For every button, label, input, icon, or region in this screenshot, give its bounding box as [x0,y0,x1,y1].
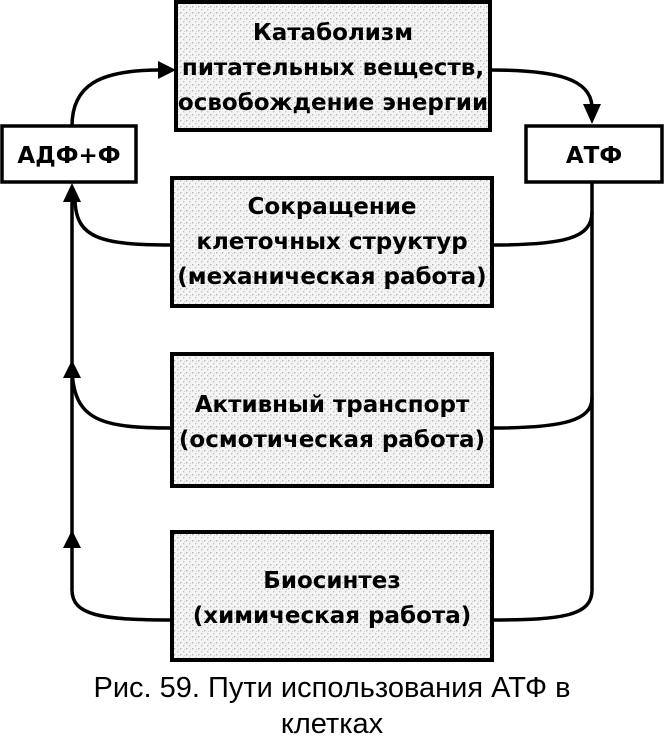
edge-catabolism-to-atp [488,68,594,108]
node-atp-label: АТФ [566,143,622,169]
contraction-line-2: клеточных структур [196,229,467,255]
transport-line-1: Активный транспорт [195,392,470,418]
catabolism-line-2: питательных веществ, [182,55,484,81]
transport-line-2: (осмотическая работа) [179,427,485,453]
arrow-into-adp [63,183,81,202]
arrow-up-trunk-2 [63,530,81,548]
edge-atp-to-transport [490,396,594,430]
edge-right-trunk [490,178,594,622]
node-contraction: Сокращение клеточных структур (механичес… [170,176,494,308]
connector-lines [70,68,594,622]
arrow-up-trunk-1 [63,360,81,378]
edge-atp-to-contraction [490,210,594,247]
edge-contraction-to-adp [73,198,174,247]
node-catabolism: Катаболизм питательных веществ, освобожд… [174,0,492,132]
edge-adp-to-catabolism [70,68,162,128]
arrow-into-catabolism [158,61,176,79]
biosynthesis-line-2: (химическая работа) [193,603,472,629]
node-atp: АТФ [524,124,664,184]
edge-left-trunk [70,193,174,622]
biosynthesis-line-1: Биосинтез [263,568,400,594]
caption-line-1: Рис. 59. Пути использования АТФ в [93,672,571,704]
node-transport: Активный транспорт (осмотическая работа) [170,352,494,488]
arrow-into-atp [583,104,601,124]
figure-caption: Рис. 59. Пути использования АТФ в клетка… [0,670,664,742]
catabolism-line-3: освобождение энергии [178,90,488,116]
catabolism-line-1: Катаболизм [253,20,413,46]
contraction-line-3: (механическая работа) [177,264,486,290]
node-adp: АДФ+Ф [0,124,138,184]
caption-line-2: клетках [280,708,384,740]
contraction-line-1: Сокращение [248,194,417,220]
node-biosynthesis: Биосинтез (химическая работа) [170,530,494,662]
node-adp-label: АДФ+Ф [17,143,120,169]
arrowheads [63,61,601,548]
edge-transport-to-adp [70,368,174,430]
